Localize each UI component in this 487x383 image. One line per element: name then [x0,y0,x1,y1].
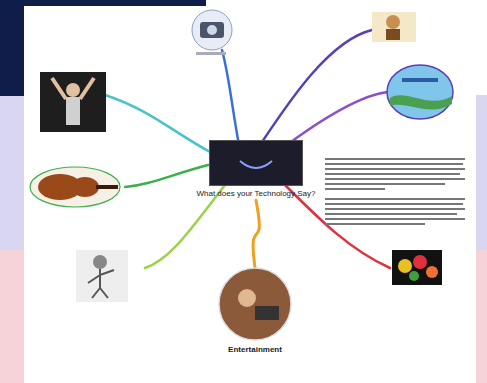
screen-image [209,140,303,186]
photo-circle [217,266,293,342]
node-label: What does your Technology Say? [196,189,316,198]
central-node: What does your Technology Say? [196,140,316,198]
node-label: Entertainment [205,345,305,354]
image-circle-node: Entertainment [205,266,305,354]
branch-connector [253,200,259,268]
smiley-icon [210,141,302,185]
